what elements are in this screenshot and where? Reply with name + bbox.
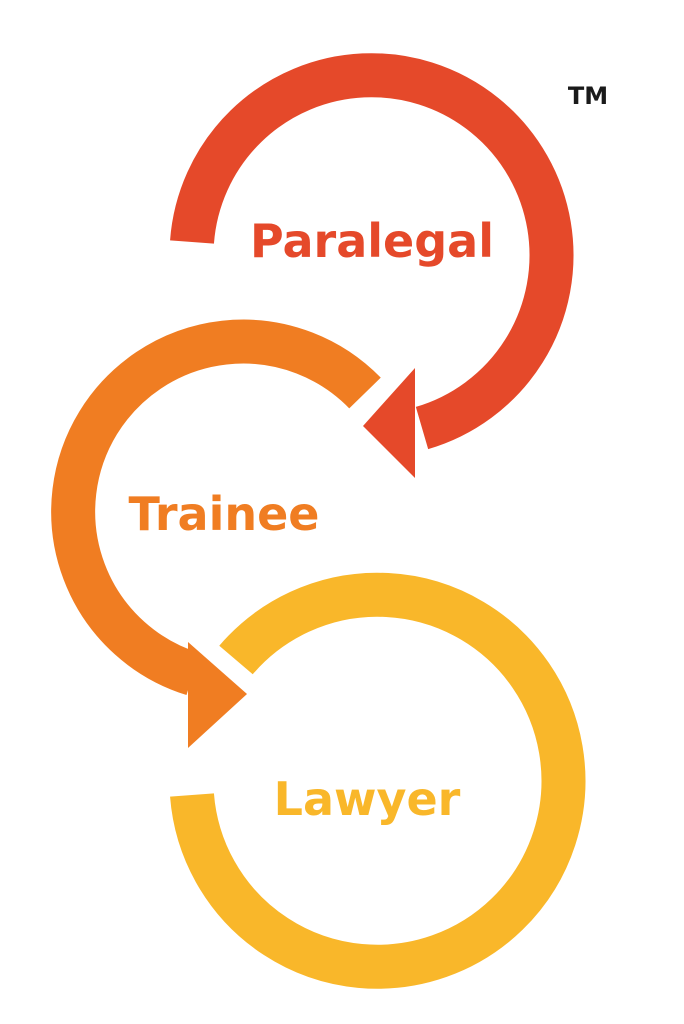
lawyer-loop [170,572,586,989]
trainee-label: Trainee [129,487,320,541]
paralegal-label: Paralegal [250,214,494,268]
paralegal-loop [170,53,574,478]
trainee-loop-arc [51,319,381,696]
paralegal-loop-arc [170,53,574,450]
trainee-arrow-head [188,642,247,748]
trademark-mark: TM [568,82,608,110]
lawyer-label: Lawyer [274,772,461,826]
trainee-loop [51,319,381,748]
paralegal-arrow-head [363,368,415,478]
lawyer-loop-arc [170,572,586,989]
